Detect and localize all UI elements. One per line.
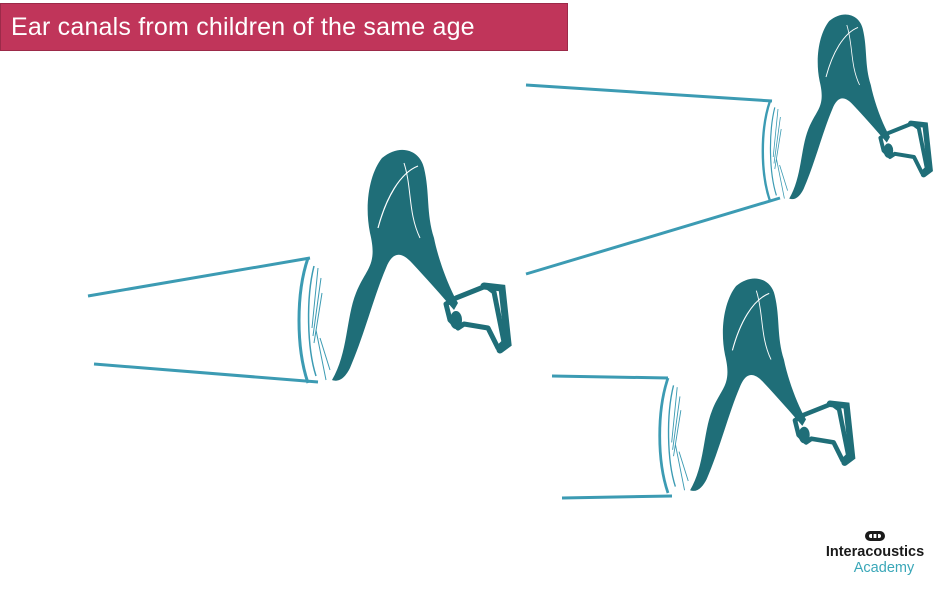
- ear-canal-left: [88, 150, 508, 383]
- canal-wall-upper: [552, 376, 668, 378]
- canal-wall-upper: [526, 85, 772, 101]
- ear-canal-top-right: [526, 14, 930, 274]
- logo-mark-icon: [864, 530, 886, 542]
- interacoustics-logo: Interacoustics Academy: [810, 530, 940, 576]
- eardrum-and-ossicles: [660, 278, 852, 493]
- eardrum-and-ossicles: [763, 14, 930, 201]
- logo-name: Interacoustics: [810, 544, 940, 560]
- logo-subtitle: Academy: [828, 560, 940, 576]
- canal-wall-lower: [526, 198, 780, 274]
- canal-wall-upper: [88, 258, 310, 296]
- canal-wall-lower: [562, 496, 672, 498]
- eardrum-and-ossicles: [299, 150, 508, 383]
- ear-canal-bottom-right: [552, 278, 852, 498]
- canal-wall-lower: [94, 364, 318, 382]
